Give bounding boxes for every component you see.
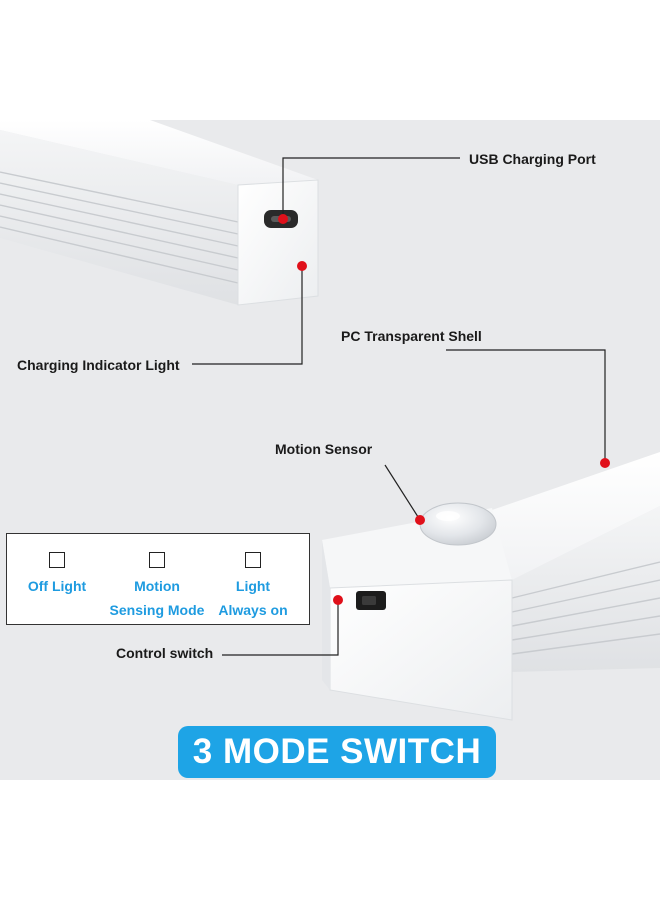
checkbox-icon bbox=[245, 552, 261, 568]
lower-light-bar bbox=[322, 452, 660, 721]
mode-options-box: Off Light Motion Sensing Mode Light Alwa… bbox=[6, 533, 310, 625]
mode-motion-sensing: Motion Sensing Mode bbox=[107, 534, 207, 622]
checkbox-icon bbox=[149, 552, 165, 568]
mode-label: Light bbox=[235, 578, 271, 594]
pc-transparent-shell-label: PC Transparent Shell bbox=[341, 328, 482, 344]
control-switch-label: Control switch bbox=[116, 645, 214, 661]
marker-dot-shell bbox=[600, 458, 610, 468]
marker-dots bbox=[278, 214, 610, 605]
upper-light-bar bbox=[0, 120, 319, 306]
mode-label-line2: Always on bbox=[218, 602, 288, 618]
mode-label-line2: Sensing Mode bbox=[109, 602, 205, 618]
mode-off-light: Off Light bbox=[7, 534, 107, 598]
checkbox-icon bbox=[49, 552, 65, 568]
mode-label: Motion bbox=[134, 578, 180, 594]
motion-sensor-label: Motion Sensor bbox=[275, 441, 373, 457]
marker-dot-control bbox=[333, 595, 343, 605]
marker-dot-indicator bbox=[297, 261, 307, 271]
motion-sensor-dome-icon bbox=[419, 502, 497, 546]
marker-dot-motion bbox=[415, 515, 425, 525]
usb-charging-port-label: USB Charging Port bbox=[469, 151, 596, 167]
mode-light-always-on: Light Always on bbox=[203, 534, 303, 622]
mode-switch-banner: 3 MODE SWITCH bbox=[178, 726, 496, 778]
marker-dot-usb bbox=[278, 214, 288, 224]
mode-label: Off Light bbox=[27, 578, 87, 594]
leader-lines bbox=[192, 157, 606, 656]
charging-indicator-label: Charging Indicator Light bbox=[17, 357, 180, 373]
